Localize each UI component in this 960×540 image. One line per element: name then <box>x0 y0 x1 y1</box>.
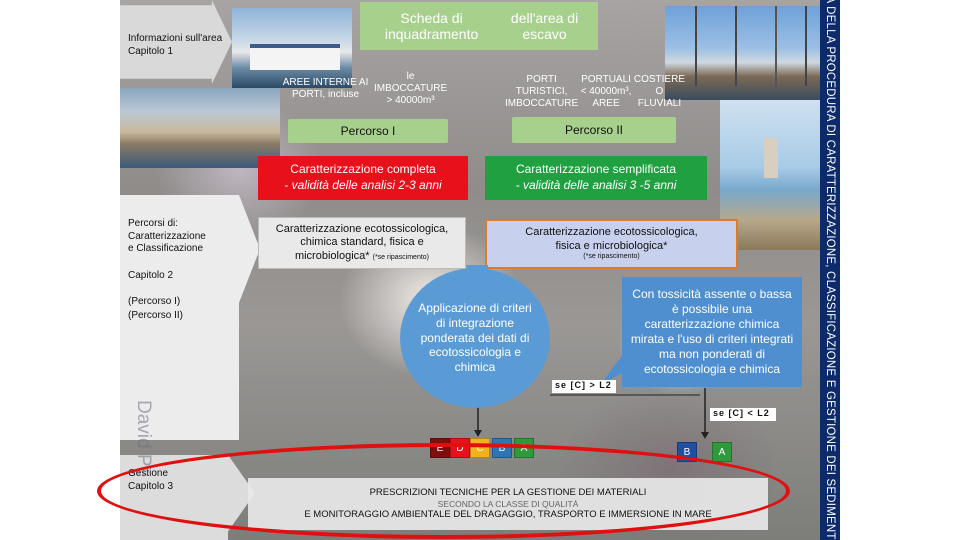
text-line: AREE INTERNE AI PORTI, incluse <box>282 77 369 100</box>
condition-gt-l2: se [C] > L2 <box>552 380 616 393</box>
text-line: Percorsi di: <box>128 218 179 229</box>
eco-full-text: Caratterizzazione ecotossicologica,chimi… <box>276 223 448 249</box>
port-aerial-photo <box>120 88 280 168</box>
label-capitolo-2: Capitolo 2 <box>128 270 174 281</box>
caratterizzazione-completa-title: Caratterizzazione completa <box>290 162 436 177</box>
eco-full-last-line: microbiologica* (*se ripascimento) <box>295 250 429 263</box>
arrowhead-classes-right <box>701 432 709 439</box>
text-line: COSTIERE O FLUVIALI <box>633 74 685 109</box>
eco-simple-note: (*se ripascimento) <box>583 253 640 261</box>
eco-simple-text: Caratterizzazione ecotossicologica,fisic… <box>525 226 697 254</box>
text-line: dell'area di escavo <box>510 9 579 42</box>
class-a-right: A <box>712 442 732 462</box>
eco-full-last: microbiologica* <box>294 249 370 262</box>
text-line: Informazioni sull'area <box>128 33 223 44</box>
text-line: Scheda di inquadramento <box>384 9 479 42</box>
text-line: Caratterizzazione ecotossicologica, <box>275 223 449 236</box>
text-line: chimica standard, fisica e <box>300 236 424 249</box>
vertical-title: SCHEMA DELLA PROCEDURA DI CARATTERIZZAZI… <box>824 0 836 540</box>
caratterizzazione-semplificata-validita: - validità delle analisi 3 -5 anni <box>515 178 677 192</box>
text-line: Capitolo 1 <box>128 45 174 57</box>
eco-full-box: Caratterizzazione ecotossicologica,chimi… <box>258 217 466 269</box>
highlight-ellipse <box>97 443 790 539</box>
watermark-text: David Pe <box>133 400 154 478</box>
marina-photo <box>665 6 820 100</box>
arrow-chapter-2 <box>120 195 260 440</box>
text-line: fisica e microbiologica* <box>555 239 668 252</box>
title-band <box>820 0 840 540</box>
ferry-photo <box>232 8 352 88</box>
condition-lt-l2: se [C] < L2 <box>710 408 776 421</box>
caratterizzazione-completa-box: Caratterizzazione completa - validità de… <box>258 156 468 200</box>
caratterizzazione-completa-validita: - validità delle analisi 2-3 anni <box>284 178 442 192</box>
eco-full-note: (*se ripascimento) <box>372 253 430 261</box>
label-percorso-2: (Percorso II) <box>128 310 184 321</box>
text-line: PORTUALI < 40000m³, AREE <box>580 74 632 109</box>
eco-simple-box: Caratterizzazione ecotossicologica,fisic… <box>485 219 738 269</box>
criteria-circle: Applicazione di criteri di integrazione … <box>400 268 550 408</box>
arrow-chapter-1 <box>120 0 232 84</box>
text-line: Caratterizzazione ecotossicologica, <box>525 225 698 238</box>
text-line: Caratterizzazione <box>128 230 206 242</box>
percorso-1-box: Percorso I <box>288 119 448 143</box>
caratterizzazione-semplificata-title: Caratterizzazione semplificata <box>515 162 677 177</box>
percorso-2-box: Percorso II <box>512 117 676 143</box>
label-percorso-1: (Percorso I) <box>128 296 181 307</box>
arrowhead-classes-left <box>474 430 482 437</box>
callout-bassa-tossicita: Con tossicità assente o bassa è possibil… <box>622 277 802 387</box>
text-line: PORTI TURISTICI, IMBOCCATURE <box>505 74 579 109</box>
text-line: le IMBOCCATURE > 40000m³ <box>373 71 448 106</box>
caratterizzazione-semplificata-box: Caratterizzazione semplificata - validit… <box>485 156 707 200</box>
scheda-title-box: Scheda di inquadramento dell'area di esca… <box>360 2 598 50</box>
text-line: e Classificazione <box>128 243 204 254</box>
